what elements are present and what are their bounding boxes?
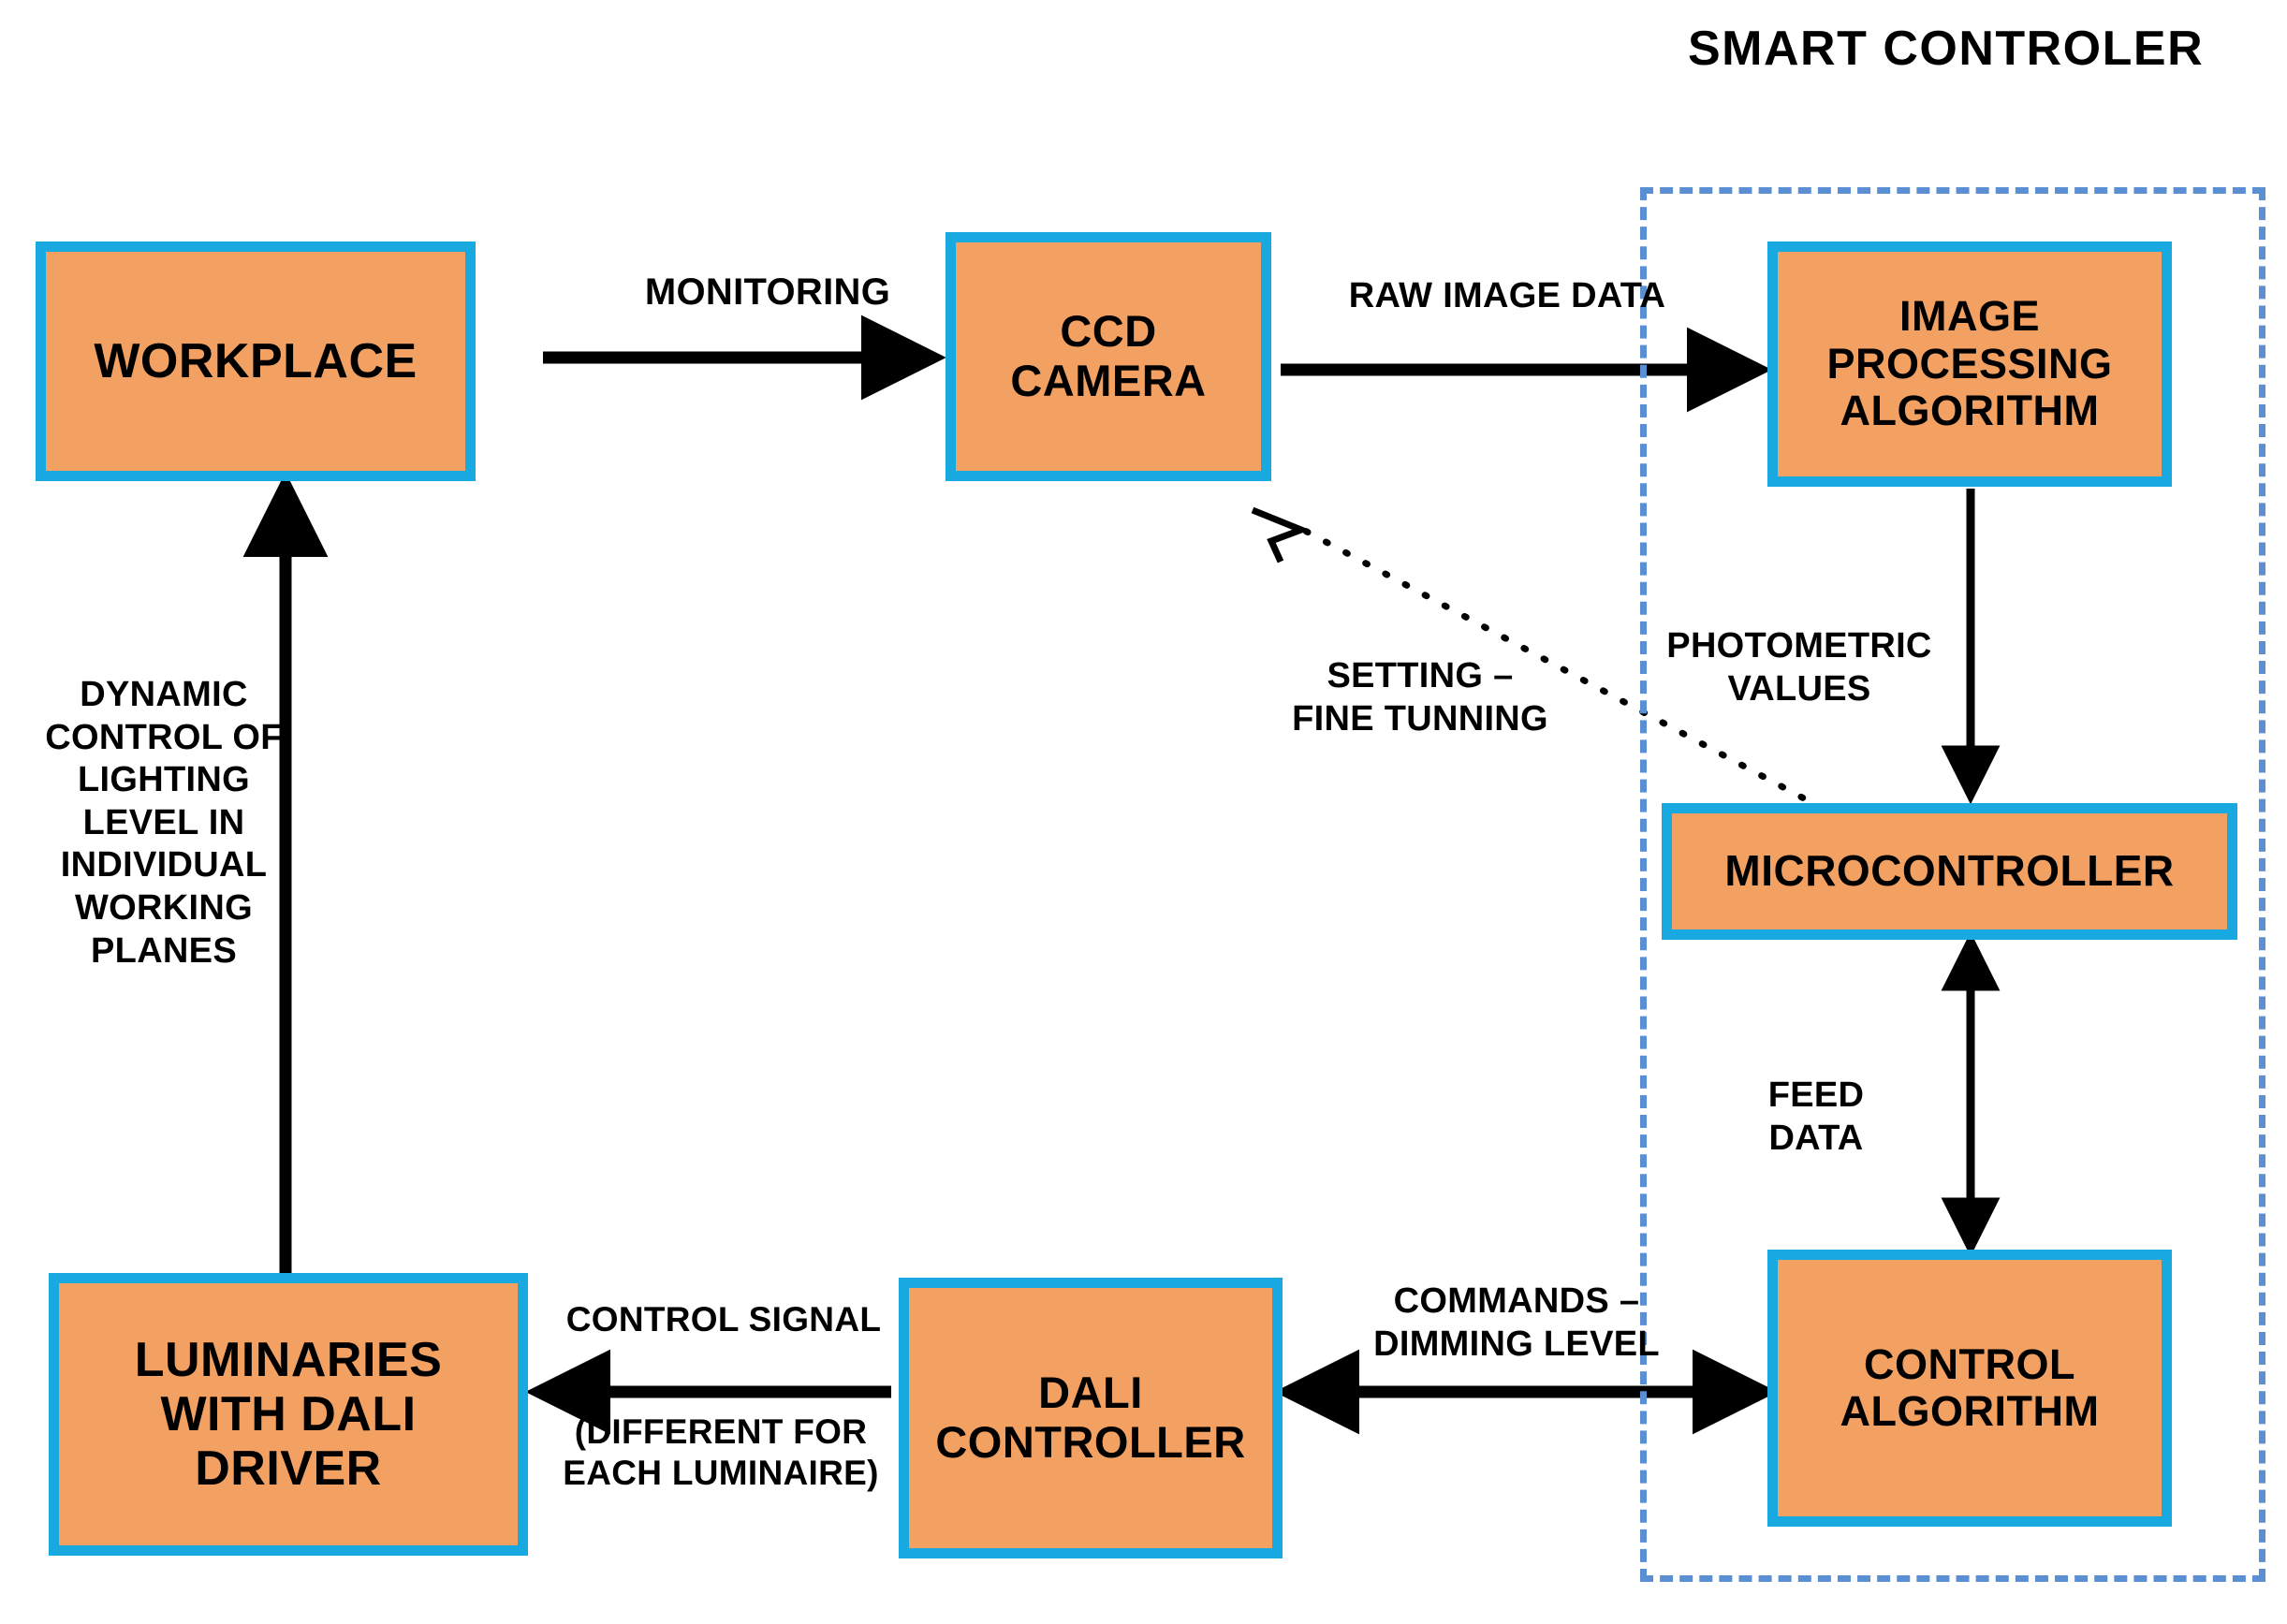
- smart-controller-boundary: [1640, 187, 2265, 1582]
- node-ccd-camera[interactable]: CCD CAMERA: [946, 232, 1271, 481]
- edge-label-raw-image-data: RAW IMAGE DATA: [1348, 276, 1666, 315]
- node-dali-controller-label: DALI CONTROLLER: [935, 1368, 1246, 1467]
- node-control-algorithm[interactable]: CONTROL ALGORITHM: [1767, 1250, 2172, 1527]
- page-title: SMART CONTROLER: [1688, 22, 2205, 76]
- edge-label-setting-fine-tunning: SETTING – FINE TUNNING: [1292, 656, 1548, 739]
- node-ccd-camera-label: CCD CAMERA: [1010, 306, 1207, 405]
- edge-label-control-signal: CONTROL SIGNAL: [565, 1300, 882, 1339]
- node-image-processing-algorithm-label: IMAGE PROCESSING ALGORITHM: [1826, 292, 2113, 435]
- node-luminaries-with-dali-driver[interactable]: LUMINARIES WITH DALI DRIVER: [49, 1273, 528, 1556]
- edge-label-control-signal-note: (DIFFERENT FOR EACH LUMINAIRE): [563, 1412, 879, 1493]
- edge-label-dynamic-control-of-lighting: DYNAMIC CONTROL OF LIGHTING LEVEL IN IND…: [45, 675, 283, 971]
- node-microcontroller-label: MICROCONTROLLER: [1724, 846, 2175, 896]
- edge-label-photometric-values: PHOTOMETRIC VALUES: [1666, 626, 1932, 709]
- edge-label-commands-dimming-level: COMMANDS – DIMMING LEVEL: [1373, 1281, 1660, 1364]
- node-dali-controller[interactable]: DALI CONTROLLER: [899, 1278, 1283, 1558]
- edge-label-feed-data: FEED DATA: [1767, 1075, 1865, 1158]
- node-luminaries-with-dali-driver-label: LUMINARIES WITH DALI DRIVER: [134, 1332, 443, 1497]
- node-image-processing-algorithm[interactable]: IMAGE PROCESSING ALGORITHM: [1767, 241, 2172, 487]
- node-workplace[interactable]: WORKPLACE: [36, 241, 476, 481]
- edge-label-monitoring: MONITORING: [644, 271, 891, 313]
- node-microcontroller[interactable]: MICROCONTROLLER: [1662, 803, 2237, 940]
- node-control-algorithm-label: CONTROL ALGORITHM: [1840, 1339, 2100, 1435]
- node-workplace-label: WORKPLACE: [94, 333, 418, 388]
